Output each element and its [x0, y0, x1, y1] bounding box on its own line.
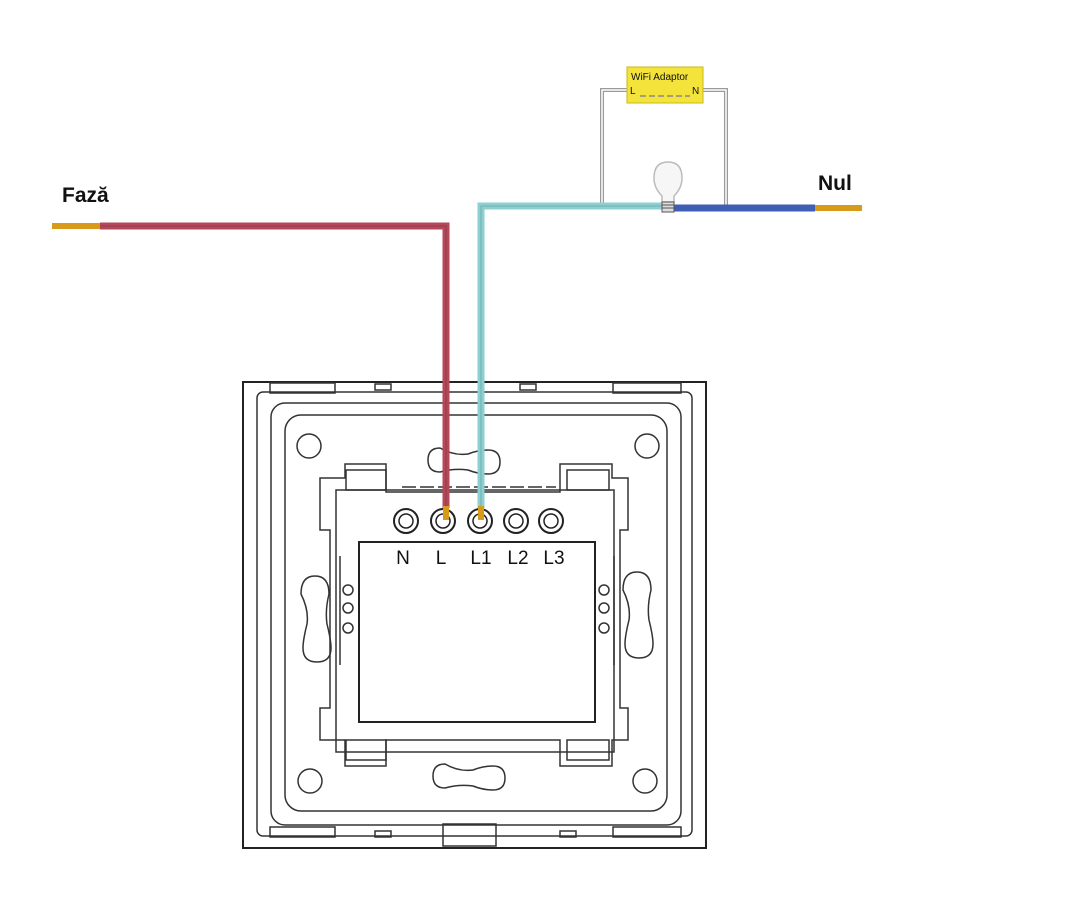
screw-hole	[297, 768, 323, 794]
phase-label: Fază	[62, 184, 109, 207]
screw-hole	[296, 433, 322, 459]
terminal-label-l: L	[436, 548, 447, 569]
neutral-wire	[674, 204, 862, 212]
mounting-slot	[432, 763, 506, 791]
terminal-label-l3: L3	[543, 548, 564, 569]
load-wire	[477, 202, 662, 520]
terminal-label-l1: L1	[470, 548, 491, 569]
screw-hole	[634, 433, 660, 459]
neutral-label: Nul	[818, 172, 852, 195]
adapter-wire-n	[700, 88, 728, 206]
adapter-wire-l	[600, 88, 628, 206]
terminal-label-n: N	[396, 548, 410, 569]
mounting-slot	[427, 447, 501, 475]
adapter-l-label: L	[630, 86, 636, 97]
terminal-screw-icon	[393, 508, 419, 534]
mounting-slot	[300, 575, 332, 663]
terminal-screw-icon	[503, 508, 529, 534]
mounting-slot	[622, 571, 654, 659]
switch-back-plate	[242, 381, 707, 849]
phase-wire	[52, 222, 450, 520]
screw-hole	[632, 768, 658, 794]
wifi-adapter: WiFi Adaptor L N	[626, 66, 704, 104]
light-bulb-icon	[653, 161, 683, 213]
wire-tip	[52, 223, 100, 229]
terminal-screw-icon	[538, 508, 564, 534]
terminal-label-l2: L2	[507, 548, 528, 569]
wire-tip	[815, 205, 862, 211]
terminal-label-panel	[358, 541, 596, 723]
adapter-n-label: N	[692, 86, 699, 97]
adapter-title: WiFi Adaptor	[631, 72, 689, 83]
